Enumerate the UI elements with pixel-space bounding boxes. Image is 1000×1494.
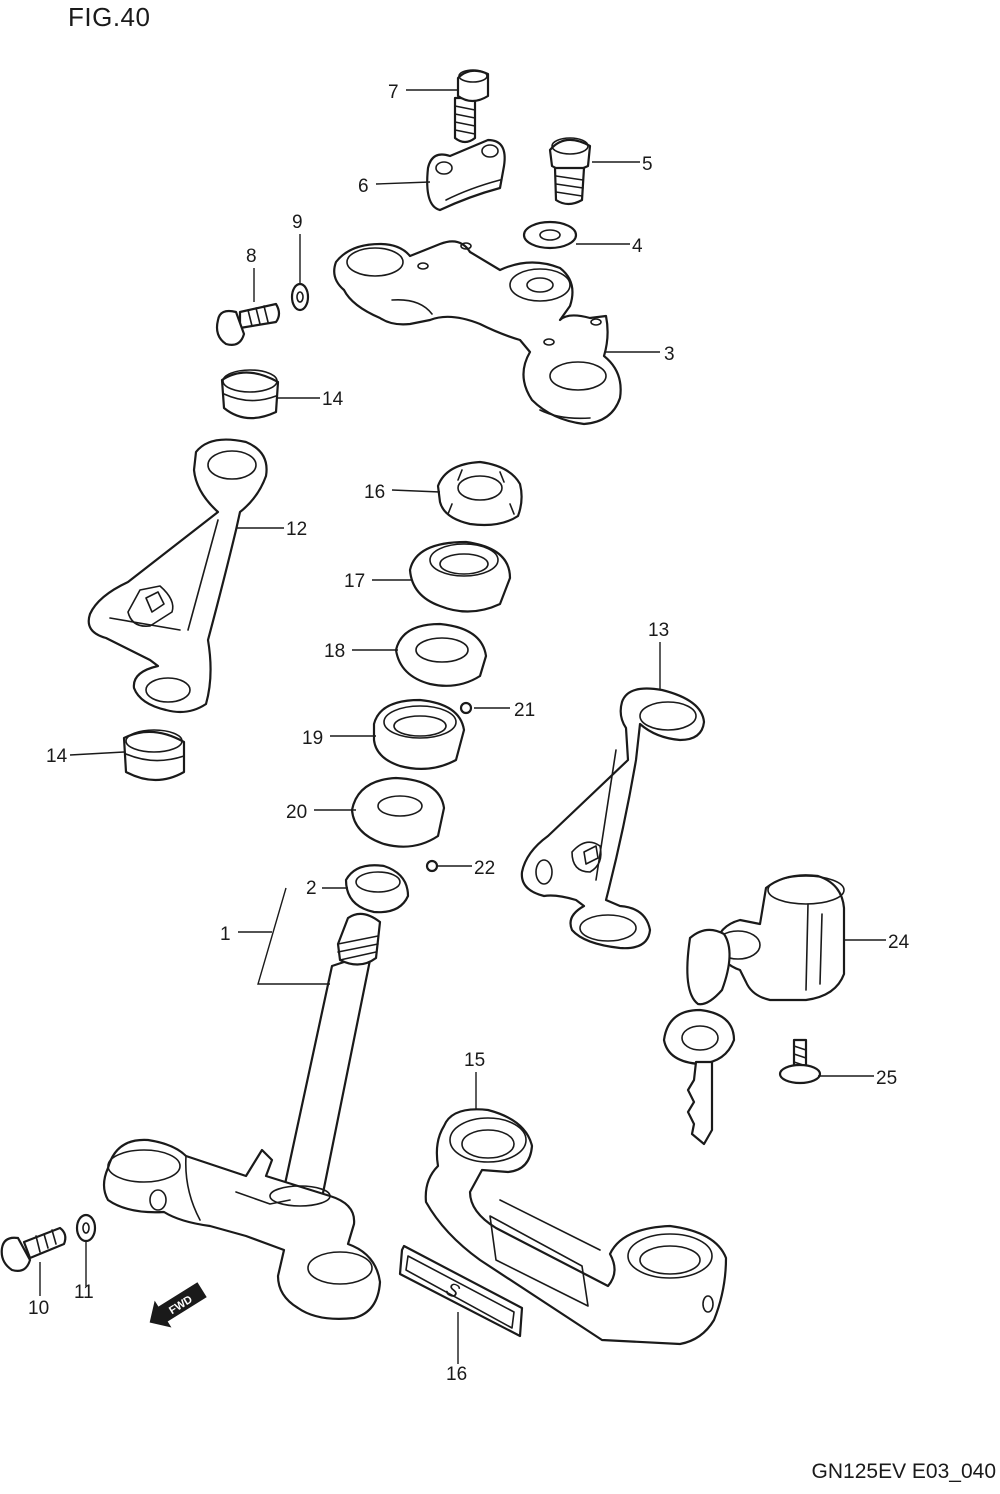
leader-lines: [39, 89, 886, 1364]
callout-24: 24: [888, 932, 910, 953]
part-15-cover: [424, 1108, 728, 1346]
callout-13: 13: [648, 620, 669, 641]
fwd-arrow-icon: FWD: [149, 1282, 207, 1328]
callout-12: 12: [286, 519, 307, 540]
part-23-steel-ball: [425, 859, 439, 873]
callout-16: 16: [446, 1364, 467, 1385]
part-16-emblem: S: [398, 1244, 524, 1338]
part-1-steering-stem: [102, 912, 382, 1320]
part-14-upper-damper: [220, 369, 280, 420]
callout-25: 25: [876, 1068, 897, 1089]
callout-23: 22: [474, 858, 495, 879]
part-2-dust-seal: [344, 864, 410, 914]
part-13-headlight-bracket-right: [520, 687, 706, 950]
callout-17: 16: [364, 482, 385, 503]
part-4-washer: [522, 220, 578, 250]
part-17-stem-nut: [436, 460, 523, 527]
part-3-steering-stem-upper-bracket: [333, 240, 622, 426]
figure-title: FIG.40: [68, 2, 151, 32]
part-9-washer: [290, 282, 310, 312]
part-24-key: [662, 928, 736, 1146]
callout-19: 18: [324, 641, 345, 662]
part-14-lower-damper: [122, 729, 186, 782]
drawing-code: GN125EV E03_040: [811, 1460, 996, 1483]
callout-18: 17: [344, 571, 365, 592]
part-12-headlight-bracket-left: [87, 438, 268, 714]
callout-15: 15: [464, 1050, 485, 1071]
callout-1: 1: [220, 924, 231, 945]
part-10-bolt: [0, 1226, 67, 1272]
part-19-bearing-race: [394, 622, 488, 687]
part-21-lower-bearing-race: [350, 776, 446, 848]
callout-4: 4: [632, 236, 643, 257]
callout-numbers: 7 6 5 4 3 8 9 14 12 16 17 18 21 19 14 20…: [28, 82, 910, 1385]
part-24-steering-lock: [714, 874, 846, 1002]
callout-14-upper: 14: [322, 389, 344, 410]
part-5-bolt: [548, 137, 592, 206]
callout-2: 2: [306, 878, 317, 899]
callout-14-lower: 14: [46, 746, 68, 767]
callout-6: 6: [358, 176, 369, 197]
part-8-bolt: [215, 302, 281, 346]
part-25-screw: [778, 1038, 822, 1085]
callout-5: 5: [642, 154, 653, 175]
part-22-steel-ball: [459, 701, 473, 715]
callout-11: 11: [74, 1282, 94, 1303]
callout-20: 19: [302, 728, 323, 749]
callout-10: 10: [28, 1298, 49, 1319]
callout-9: 9: [292, 212, 303, 233]
part-7-bolt: [453, 69, 490, 144]
callout-22: 21: [514, 700, 535, 721]
callout-8: 8: [246, 246, 257, 267]
callout-21: 20: [286, 802, 307, 823]
callout-7: 7: [388, 82, 399, 103]
part-6-handlebar-holder: [426, 138, 506, 212]
part-18-dust-seal: [408, 540, 512, 613]
callout-3: 3: [664, 344, 675, 365]
part-11-washer: [75, 1213, 97, 1243]
part-20-upper-bearing: [372, 698, 466, 771]
